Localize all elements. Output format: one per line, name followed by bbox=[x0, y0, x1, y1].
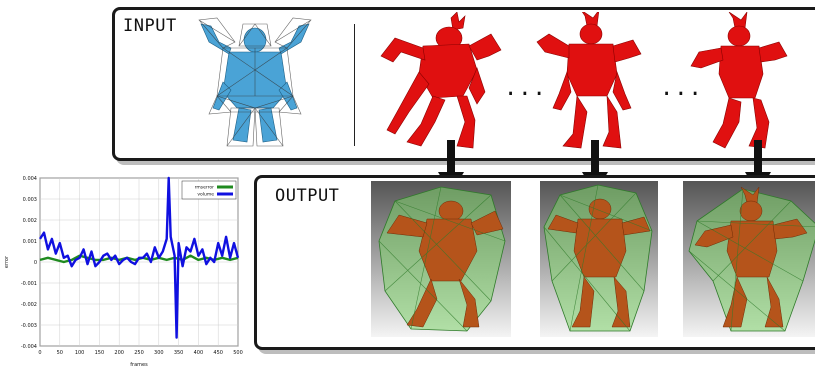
output-frame-3 bbox=[683, 181, 815, 337]
y-tick-label: -0.003 bbox=[21, 323, 37, 329]
x-tick-labels: 0 50 100 150 200 250 300 350 400 450 500 bbox=[38, 350, 242, 356]
x-tick-label: 50 bbox=[57, 350, 63, 356]
input-label: INPUT bbox=[123, 16, 177, 36]
divider bbox=[354, 24, 355, 146]
output-label: OUTPUT bbox=[275, 186, 339, 206]
y-tick-labels: -0.004 -0.003 -0.002 -0.001 0 0.001 0.002 0.003… bbox=[21, 176, 37, 350]
y-axis-label: error bbox=[4, 255, 10, 268]
legend-label: rmserror bbox=[195, 185, 215, 191]
x-tick-label: 100 bbox=[75, 350, 85, 356]
y-tick-label: 0.001 bbox=[23, 239, 37, 245]
x-tick-label: 250 bbox=[134, 350, 144, 356]
x-tick-label: 400 bbox=[194, 350, 204, 356]
x-axis-label: frames bbox=[130, 362, 148, 367]
input-panel: INPUT bbox=[112, 7, 815, 161]
y-tick-label: 0.004 bbox=[23, 176, 37, 182]
x-tick-label: 450 bbox=[213, 350, 223, 356]
x-tick-label: 300 bbox=[154, 350, 164, 356]
x-tick-label: 200 bbox=[114, 350, 124, 356]
y-tick-label: -0.002 bbox=[21, 302, 37, 308]
x-tick-label: 0 bbox=[38, 350, 41, 356]
legend-label: volume bbox=[197, 192, 214, 198]
output-panel: OUTPUT bbox=[254, 175, 815, 350]
x-tick-label: 500 bbox=[233, 350, 243, 356]
y-tick-label: -0.001 bbox=[21, 281, 37, 287]
x-tick-label: 350 bbox=[174, 350, 184, 356]
output-frame-1 bbox=[371, 181, 511, 337]
y-tick-label: 0.003 bbox=[23, 197, 37, 203]
input-frame-3-mesh bbox=[689, 12, 789, 152]
x-tick-label: 150 bbox=[95, 350, 105, 356]
y-tick-label: 0 bbox=[34, 260, 37, 266]
input-frame-1-mesh bbox=[373, 12, 505, 152]
output-frame-2 bbox=[540, 181, 658, 337]
y-tick-label: -0.004 bbox=[21, 344, 37, 350]
input-cage-mesh bbox=[195, 12, 315, 150]
y-tick-label: 0.002 bbox=[23, 218, 37, 224]
input-frame-2-mesh bbox=[533, 12, 643, 152]
